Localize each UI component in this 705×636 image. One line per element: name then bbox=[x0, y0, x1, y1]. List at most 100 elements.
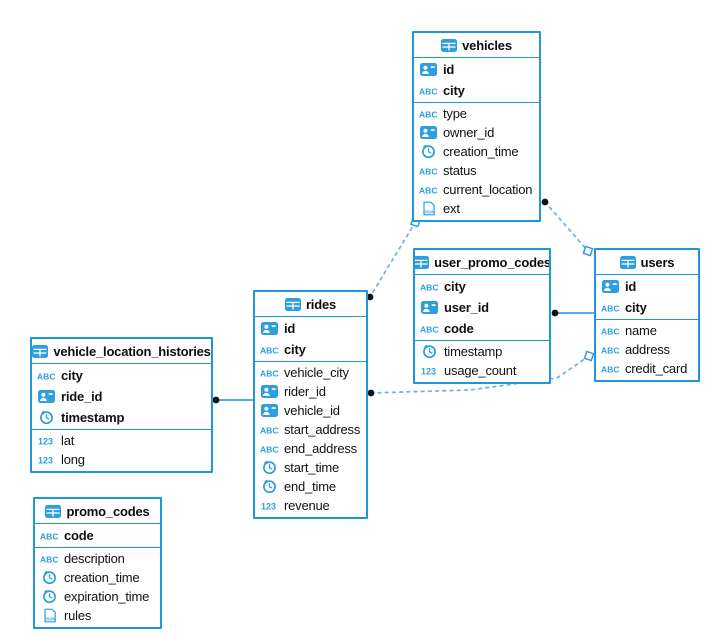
svg-text:123: 123 bbox=[38, 455, 53, 464]
svg-text:ABC: ABC bbox=[419, 109, 438, 118]
field-label: ride_id bbox=[61, 389, 103, 404]
timestamp-type-icon bbox=[37, 410, 56, 425]
field-row-ride_id: ride_id bbox=[32, 386, 211, 407]
string-type-icon: ABC bbox=[40, 531, 59, 540]
svg-text:ABC: ABC bbox=[601, 364, 620, 373]
table-icon bbox=[415, 255, 430, 269]
table-header[interactable]: rides bbox=[255, 292, 366, 317]
id-type-icon bbox=[419, 126, 438, 139]
id-type-icon bbox=[37, 390, 56, 403]
svg-text:123: 123 bbox=[261, 501, 276, 510]
field-row-city: ABC city bbox=[32, 365, 211, 386]
string-type-icon: ABC bbox=[419, 109, 438, 118]
svg-text:ABC: ABC bbox=[40, 531, 59, 540]
field-row-rules: JSON rules bbox=[35, 606, 160, 625]
string-type-icon: ABC bbox=[420, 324, 439, 333]
field-label: end_address bbox=[284, 441, 357, 456]
svg-text:ABC: ABC bbox=[40, 554, 59, 563]
table-title: users bbox=[640, 254, 675, 270]
field-row-address: ABC address bbox=[596, 340, 698, 359]
field-label: city bbox=[625, 300, 647, 315]
field-label: timestamp bbox=[61, 410, 125, 425]
table-icon bbox=[284, 297, 301, 311]
timestamp-type-icon bbox=[40, 570, 59, 585]
table-header[interactable]: users bbox=[596, 250, 698, 275]
field-row-vehicle_id: vehicle_id bbox=[255, 401, 366, 420]
field-label: city bbox=[444, 279, 466, 294]
field-row-end_time: end_time bbox=[255, 477, 366, 496]
field-row-end_address: ABC end_address bbox=[255, 439, 366, 458]
timestamp-type-icon bbox=[40, 589, 59, 604]
field-label: address bbox=[625, 342, 670, 357]
string-type-icon: ABC bbox=[419, 86, 438, 95]
primary-key-section: ABC code bbox=[35, 524, 160, 548]
field-row-creation_time: creation_time bbox=[35, 568, 160, 587]
field-row-code: ABC code bbox=[415, 318, 549, 339]
field-label: city bbox=[61, 368, 83, 383]
field-label: rules bbox=[64, 608, 92, 623]
field-label: lat bbox=[61, 433, 75, 448]
string-type-icon: ABC bbox=[260, 368, 279, 377]
field-label: ext bbox=[443, 201, 460, 216]
svg-text:ABC: ABC bbox=[419, 185, 438, 194]
field-row-timestamp: timestamp bbox=[415, 342, 549, 361]
json-type-icon: JSON bbox=[419, 201, 438, 216]
svg-text:123: 123 bbox=[38, 436, 53, 445]
field-row-user_id: user_id bbox=[415, 297, 549, 318]
field-label: status bbox=[443, 163, 477, 178]
svg-text:ABC: ABC bbox=[601, 326, 620, 335]
field-row-rider_id: rider_id bbox=[255, 382, 366, 401]
field-label: city bbox=[284, 342, 306, 357]
table-icon bbox=[619, 255, 636, 269]
table-header[interactable]: vehicles bbox=[414, 33, 539, 58]
svg-text:ABC: ABC bbox=[37, 371, 56, 380]
string-type-icon: ABC bbox=[601, 364, 620, 373]
field-row-lat: 123 lat bbox=[32, 431, 211, 450]
table-header[interactable]: vehicle_location_histories bbox=[32, 339, 211, 364]
table-icon bbox=[32, 344, 49, 358]
string-type-icon: ABC bbox=[601, 345, 620, 354]
table-title: rides bbox=[305, 296, 337, 312]
number-type-icon: 123 bbox=[37, 436, 56, 445]
field-row-city: ABC city bbox=[415, 276, 549, 297]
svg-text:ABC: ABC bbox=[420, 282, 439, 291]
table-header[interactable]: user_promo_codes bbox=[415, 250, 549, 275]
svg-text:ABC: ABC bbox=[601, 303, 620, 312]
field-label: code bbox=[444, 321, 474, 336]
field-label: start_time bbox=[284, 460, 340, 475]
field-label: usage_count bbox=[444, 363, 517, 378]
field-label: user_id bbox=[444, 300, 489, 315]
primary-key-section: ABC city ride_id timestamp bbox=[32, 364, 211, 430]
id-type-icon bbox=[260, 385, 279, 398]
svg-text:ABC: ABC bbox=[601, 345, 620, 354]
timestamp-type-icon bbox=[420, 344, 439, 359]
json-type-icon: JSON bbox=[40, 608, 59, 623]
field-label: name bbox=[625, 323, 657, 338]
field-label: rider_id bbox=[284, 384, 326, 399]
string-type-icon: ABC bbox=[260, 425, 279, 434]
field-row-owner_id: owner_id bbox=[414, 123, 539, 142]
table-header[interactable]: promo_codes bbox=[35, 499, 160, 524]
svg-text:ABC: ABC bbox=[260, 368, 279, 377]
field-label: code bbox=[64, 528, 94, 543]
field-label: owner_id bbox=[443, 125, 495, 140]
field-label: credit_card bbox=[625, 361, 688, 376]
svg-text:ABC: ABC bbox=[420, 324, 439, 333]
svg-text:ABC: ABC bbox=[260, 444, 279, 453]
